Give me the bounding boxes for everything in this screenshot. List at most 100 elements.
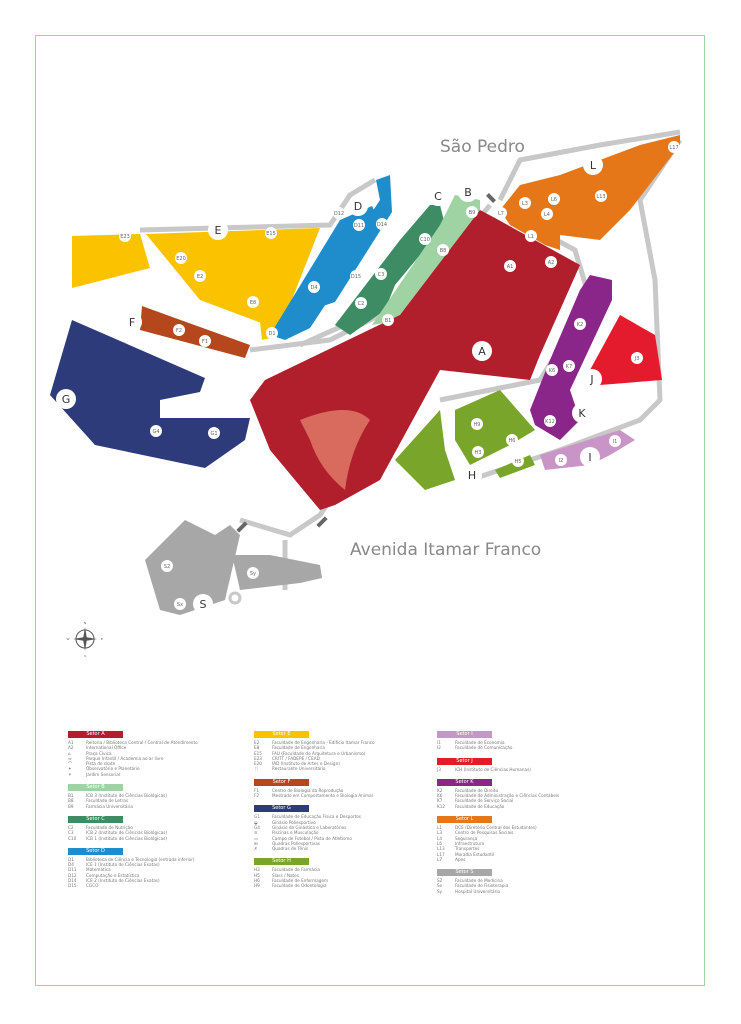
legend-item-label: Piscinas e Musculação	[272, 830, 319, 836]
building-marker-d11[interactable]: D11	[353, 219, 365, 231]
compass-rose-icon: N S E W	[67, 621, 104, 658]
building-marker-sx[interactable]: Sx	[174, 598, 186, 610]
building-marker-g4[interactable]: G4	[150, 425, 162, 437]
legend-item-label: CGCO	[86, 883, 99, 889]
sector-j-area[interactable]	[590, 315, 662, 385]
building-marker-a2[interactable]: A2	[545, 256, 557, 268]
sector-marker-e[interactable]: E	[208, 220, 228, 240]
legend-sector-title: Setor K	[437, 778, 492, 786]
building-marker-f1[interactable]: F1	[199, 335, 211, 347]
building-marker-b8[interactable]: B8	[437, 244, 449, 256]
building-marker-l6[interactable]: L6	[548, 193, 560, 205]
building-marker-l3[interactable]: L3	[519, 197, 531, 209]
legend-item-code: G1	[254, 814, 260, 820]
building-marker-c3[interactable]: C3	[375, 268, 387, 280]
building-marker-k2[interactable]: K2	[574, 318, 586, 330]
building-marker-e20[interactable]: E20	[175, 252, 187, 264]
sector-marker-c[interactable]: C	[428, 186, 448, 206]
building-marker-d14[interactable]: D14	[376, 218, 388, 230]
building-marker-h3[interactable]: H3	[472, 446, 484, 458]
legend-item-label: CRITT / FADEPE / CEAD	[272, 755, 320, 761]
legend-item-code: L1	[437, 825, 442, 831]
legend-item-code: D4	[68, 862, 74, 868]
sector-marker-j[interactable]: J	[582, 369, 602, 389]
building-marker-e23[interactable]: E23	[119, 230, 131, 242]
building-marker-e8[interactable]: E8	[247, 296, 259, 308]
building-marker-h9[interactable]: H9	[471, 418, 483, 430]
sector-s-area[interactable]	[145, 520, 322, 615]
sector-l-area[interactable]	[500, 135, 680, 250]
building-marker-b9[interactable]: B9	[466, 206, 478, 218]
svg-text:B9: B9	[469, 210, 476, 216]
building-marker-d12[interactable]: D12	[333, 207, 345, 219]
sector-f-area[interactable]	[140, 306, 250, 358]
building-marker-l7[interactable]: L7	[495, 207, 507, 219]
building-marker-d15[interactable]: D15	[350, 270, 362, 282]
building-marker-k7[interactable]: K7	[563, 360, 575, 372]
legend-item-label: ICB 2 (Instituto de Ciências Biológicas)	[86, 830, 167, 836]
building-marker-e2[interactable]: E2	[194, 270, 206, 282]
building-marker-h5[interactable]: H5	[512, 455, 524, 467]
sector-marker-a[interactable]: A	[472, 341, 492, 361]
sector-marker-g[interactable]: G	[56, 389, 76, 409]
legend-item-label: Faculdade de Engenharia	[272, 745, 325, 751]
building-marker-a1[interactable]: A1	[504, 260, 516, 272]
legend-item: 🍴Restaurante Universitário	[254, 766, 375, 771]
legend-item-label: Observatório e Planetário	[86, 766, 140, 772]
sector-marker-d[interactable]: D	[348, 196, 368, 216]
sector-marker-l[interactable]: L	[583, 155, 603, 175]
legend-item: ▭Campo de Futebol / Pista de Atletismo	[254, 836, 375, 841]
sector-marker-h[interactable]: H	[462, 465, 482, 485]
building-marker-l1[interactable]: L1	[525, 230, 537, 242]
sector-g-area[interactable]	[50, 320, 250, 468]
building-marker-l13[interactable]: L13	[595, 190, 607, 202]
sector-marker-i[interactable]: I	[580, 447, 600, 467]
legend-item-label: Faculdade de Serviço Social	[455, 798, 514, 804]
sector-marker-f[interactable]: F	[122, 312, 142, 332]
svg-text:L1: L1	[528, 234, 534, 240]
building-marker-l4[interactable]: L4	[541, 208, 553, 220]
svg-text:E20: E20	[176, 256, 186, 262]
svg-text:E: E	[215, 224, 222, 237]
sector-d-area[interactable]	[270, 175, 392, 340]
building-marker-d1[interactable]: D1	[266, 327, 278, 339]
svg-text:B1: B1	[385, 318, 392, 324]
legend-item-code: H6	[254, 878, 260, 884]
building-marker-e15[interactable]: E15	[265, 227, 277, 239]
sector-marker-s[interactable]: S	[193, 594, 213, 614]
legend-item-label: Slass / Nates	[272, 872, 299, 878]
building-marker-c2[interactable]: C2	[355, 297, 367, 309]
sector-b-area[interactable]	[372, 195, 480, 325]
building-marker-k12[interactable]: K12	[544, 415, 556, 427]
building-marker-b1[interactable]: B1	[382, 314, 394, 326]
legend-item-code: F2	[254, 793, 260, 799]
building-marker-sy[interactable]: Sy	[247, 567, 259, 579]
legend-item-code: I2	[437, 745, 441, 751]
sector-marker-k[interactable]: K	[572, 403, 592, 423]
legend-item-label: Faculdade de Letras	[86, 798, 129, 804]
building-marker-h6[interactable]: H6	[506, 434, 518, 446]
building-marker-s2[interactable]: S2	[161, 560, 173, 572]
legend-item-label: Faculdade de Comunicação	[455, 745, 513, 751]
building-marker-g1[interactable]: G1	[208, 427, 220, 439]
building-marker-f2[interactable]: F2	[173, 324, 185, 336]
svg-text:A1: A1	[507, 264, 514, 270]
building-marker-l17[interactable]: L17	[668, 141, 680, 153]
building-marker-c10[interactable]: C10	[419, 233, 431, 245]
sector-k-area[interactable]	[530, 275, 612, 440]
building-marker-k6[interactable]: K6	[546, 364, 558, 376]
sector-h-area[interactable]	[395, 390, 535, 490]
building-marker-i2[interactable]: I2	[555, 454, 567, 466]
building-marker-j3[interactable]: J3	[631, 352, 643, 364]
legend-sector-title: Setor F	[254, 778, 309, 786]
svg-text:J: J	[589, 373, 593, 386]
building-marker-d4[interactable]: D4	[308, 281, 320, 293]
sector-marker-b[interactable]: B	[458, 182, 478, 202]
building-marker-i1[interactable]: I1	[609, 435, 621, 447]
